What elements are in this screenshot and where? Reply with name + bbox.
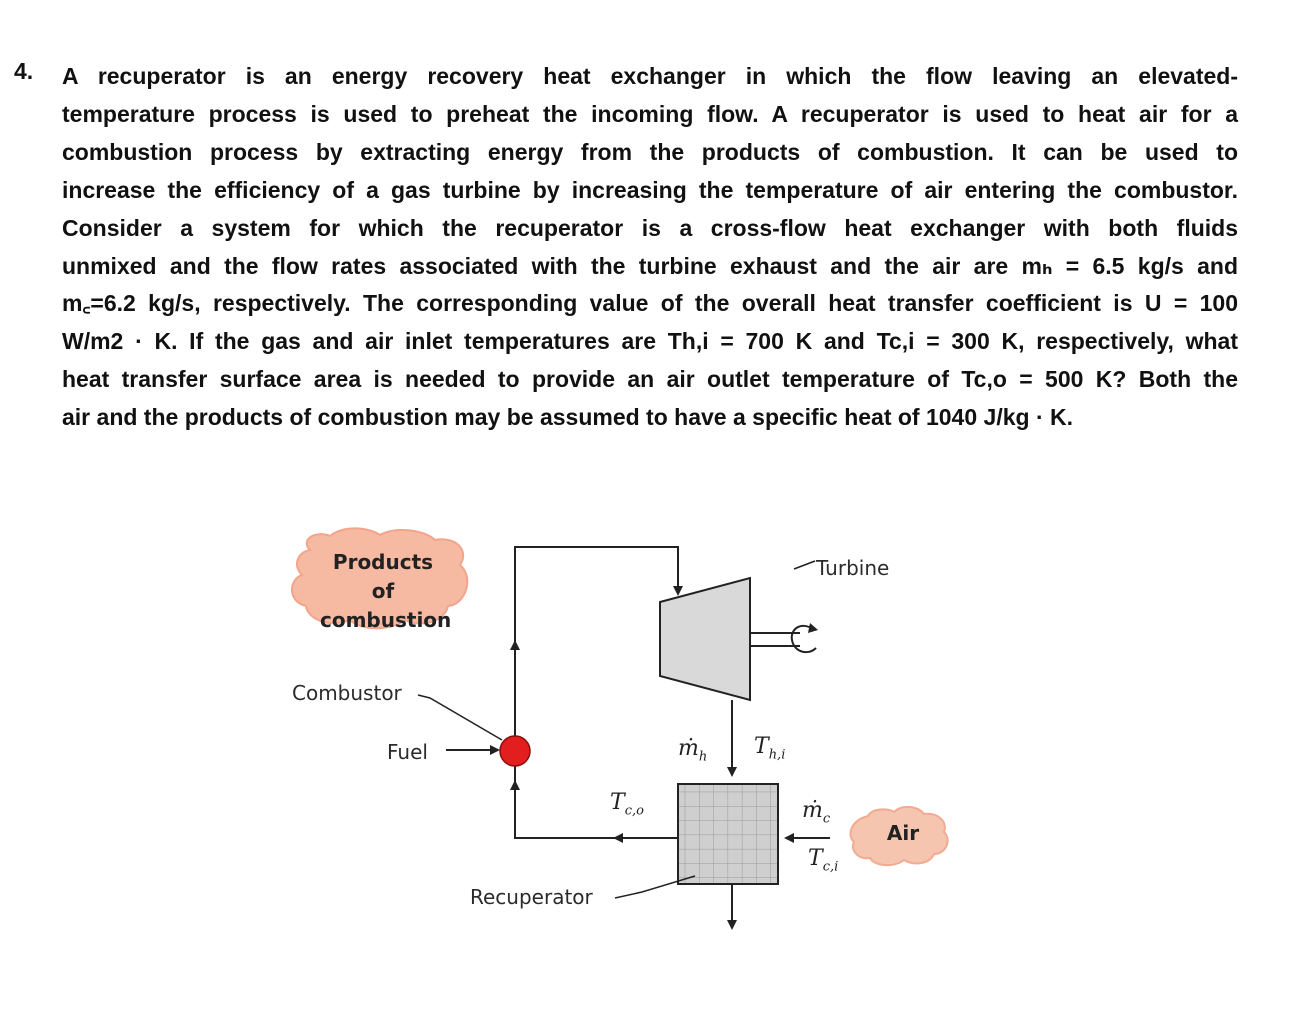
problem-line: Consider a system for which the recupera… xyxy=(62,214,1238,241)
problem-line: m꜀=6.2 kg/s, respectively. The correspon… xyxy=(62,290,1238,317)
turbine-label: Turbine xyxy=(816,556,890,580)
turbine-shape xyxy=(659,576,751,702)
combustor-leader-line xyxy=(417,694,503,741)
m-h-sub: h xyxy=(698,749,708,765)
air-to-combustor-line xyxy=(514,762,678,839)
shaft-rotation-icon xyxy=(790,624,817,654)
t-ci-symbol: Tc,i xyxy=(808,846,838,874)
t-co-sub: c,o xyxy=(624,803,644,819)
products-cloud xyxy=(291,527,469,630)
t-co-symbol: Tc,o xyxy=(610,790,644,818)
rotation-arrowhead xyxy=(808,623,818,633)
recuperator-grid xyxy=(677,783,779,885)
recuperator-label: Recuperator xyxy=(470,885,593,909)
t-ci-sub: c,i xyxy=(822,859,839,875)
m-c-symbol: ṁc xyxy=(802,798,830,826)
t-hi-sub: h,i xyxy=(768,747,786,763)
m-h-base: ṁ xyxy=(678,736,699,761)
problem-line: increase the efficiency of a gas turbine… xyxy=(62,176,1238,203)
combustor-label: Combustor xyxy=(292,681,402,705)
fuel-label: Fuel xyxy=(387,740,428,764)
problem-line: unmixed and the flow rates associated wi… xyxy=(62,252,1238,279)
problem-line: combustion process by extracting energy … xyxy=(62,138,1238,165)
t-hi-symbol: Th,i xyxy=(754,734,785,762)
air-cloud xyxy=(849,806,949,866)
t-co-base: T xyxy=(610,790,625,815)
products-of-combustion-label: Products of combustion xyxy=(320,548,451,635)
problem-number: 4. xyxy=(14,58,34,84)
t-ci-base: T xyxy=(808,846,823,871)
combustor-to-turbine-line xyxy=(514,546,683,750)
combustor-dot xyxy=(499,735,531,767)
schematic-drawing xyxy=(291,527,949,930)
m-h-symbol: ṁh xyxy=(678,736,707,764)
m-c-sub: c xyxy=(822,811,831,827)
problem-line: A recuperator is an energy recovery heat… xyxy=(62,63,1238,89)
recuperator-leader-line xyxy=(614,875,696,899)
problem-line: heat transfer surface area is needed to … xyxy=(62,366,1238,393)
problem-line: temperature process is used to preheat t… xyxy=(62,100,1238,127)
problem-line: W/m2 · K. If the gas and air inlet tempe… xyxy=(62,328,1238,355)
air-label: Air xyxy=(886,821,920,845)
products-label-line1: Products of xyxy=(332,550,434,603)
problem-text: A recuperator is an energy recovery heat… xyxy=(62,58,1238,437)
problem-line: air and the products of combustion may b… xyxy=(62,404,1073,431)
recuperator-diagram: Products of combustion Turbine Combustor… xyxy=(270,520,990,950)
m-c-base: ṁ xyxy=(802,798,823,823)
t-hi-base: T xyxy=(754,734,769,759)
products-label-line2: combustion xyxy=(320,608,452,632)
turbine-leader-line xyxy=(793,560,816,570)
